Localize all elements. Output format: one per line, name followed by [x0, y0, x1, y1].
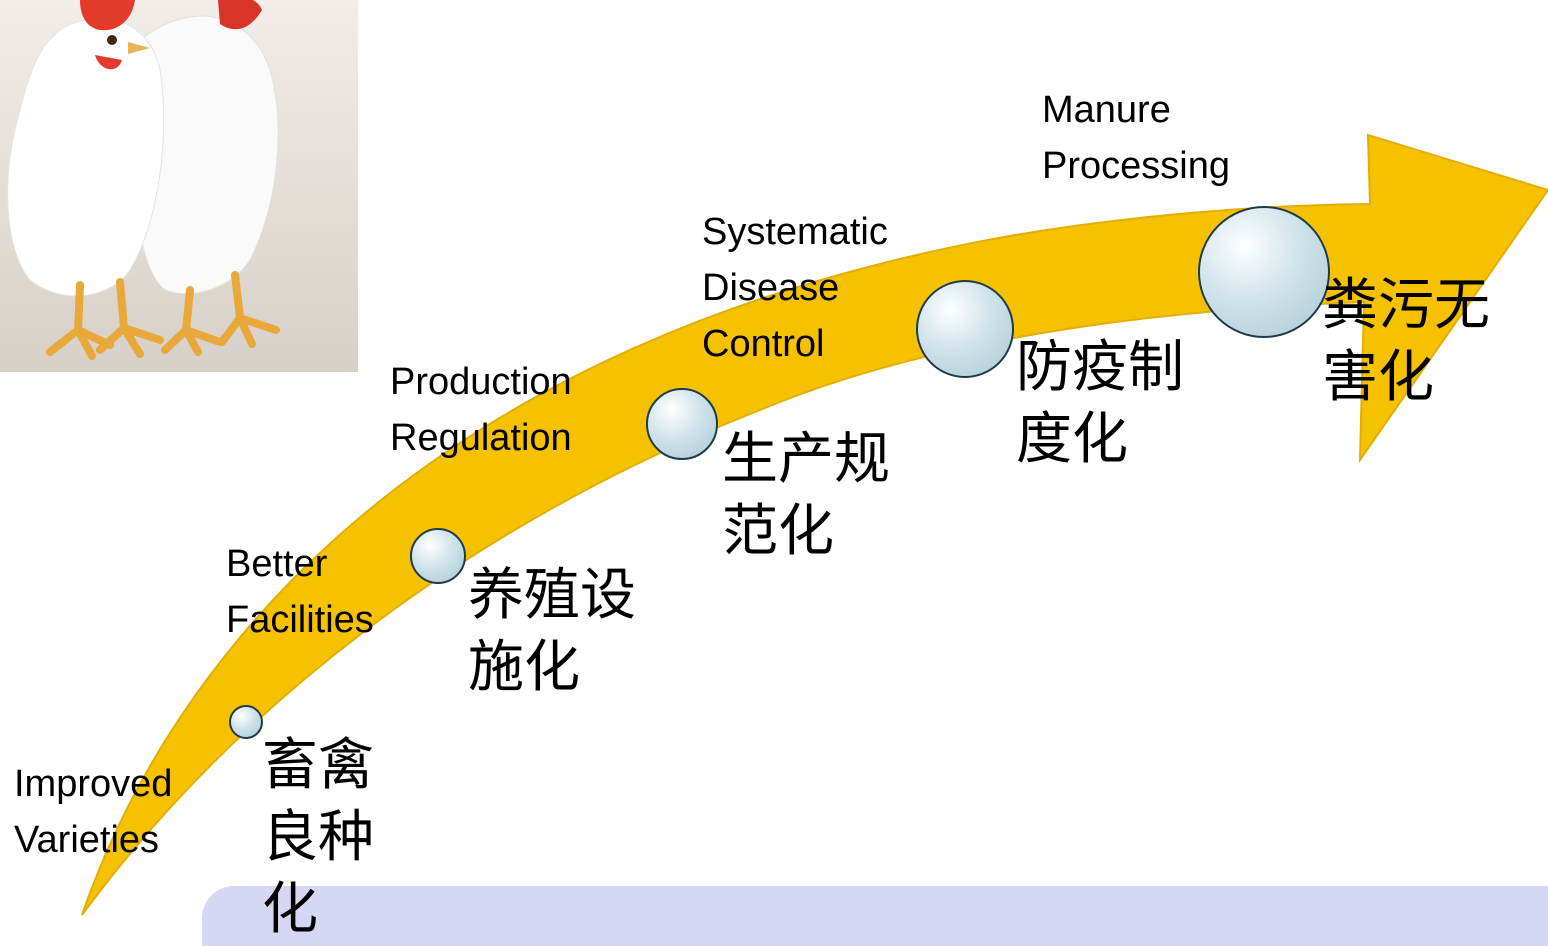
stage-bubble-1	[229, 705, 263, 739]
stage-bubble-5	[1198, 206, 1330, 338]
stage-2-en-label: Better Facilities	[226, 543, 374, 641]
stage-5-en-label: Manure Processing	[1042, 89, 1230, 187]
stage-5-zh-label: 粪污无害化	[1322, 273, 1490, 410]
white-chickens-photo-icon	[0, 0, 358, 372]
stage-bubble-3	[646, 388, 718, 460]
stage-4-en-label: Systematic Disease Control	[702, 211, 888, 365]
stage-bubble-4	[916, 280, 1014, 378]
stage-1-en-label: Improved Varieties	[14, 763, 173, 861]
stage-1-zh-label: 畜禽良种化	[262, 733, 374, 942]
stage-4-zh-label: 防疫制度化	[1016, 335, 1184, 472]
growth-arrow-shape	[81, 133, 1548, 916]
stage-3-zh-label: 生产规范化	[722, 427, 890, 564]
bottom-band	[202, 886, 1548, 946]
stage-bubble-2	[410, 528, 466, 584]
stage-3-en-label: Production Regulation	[390, 361, 572, 459]
chickens-photo	[0, 0, 358, 372]
stage-2-zh-label: 养殖设施化	[468, 563, 636, 700]
